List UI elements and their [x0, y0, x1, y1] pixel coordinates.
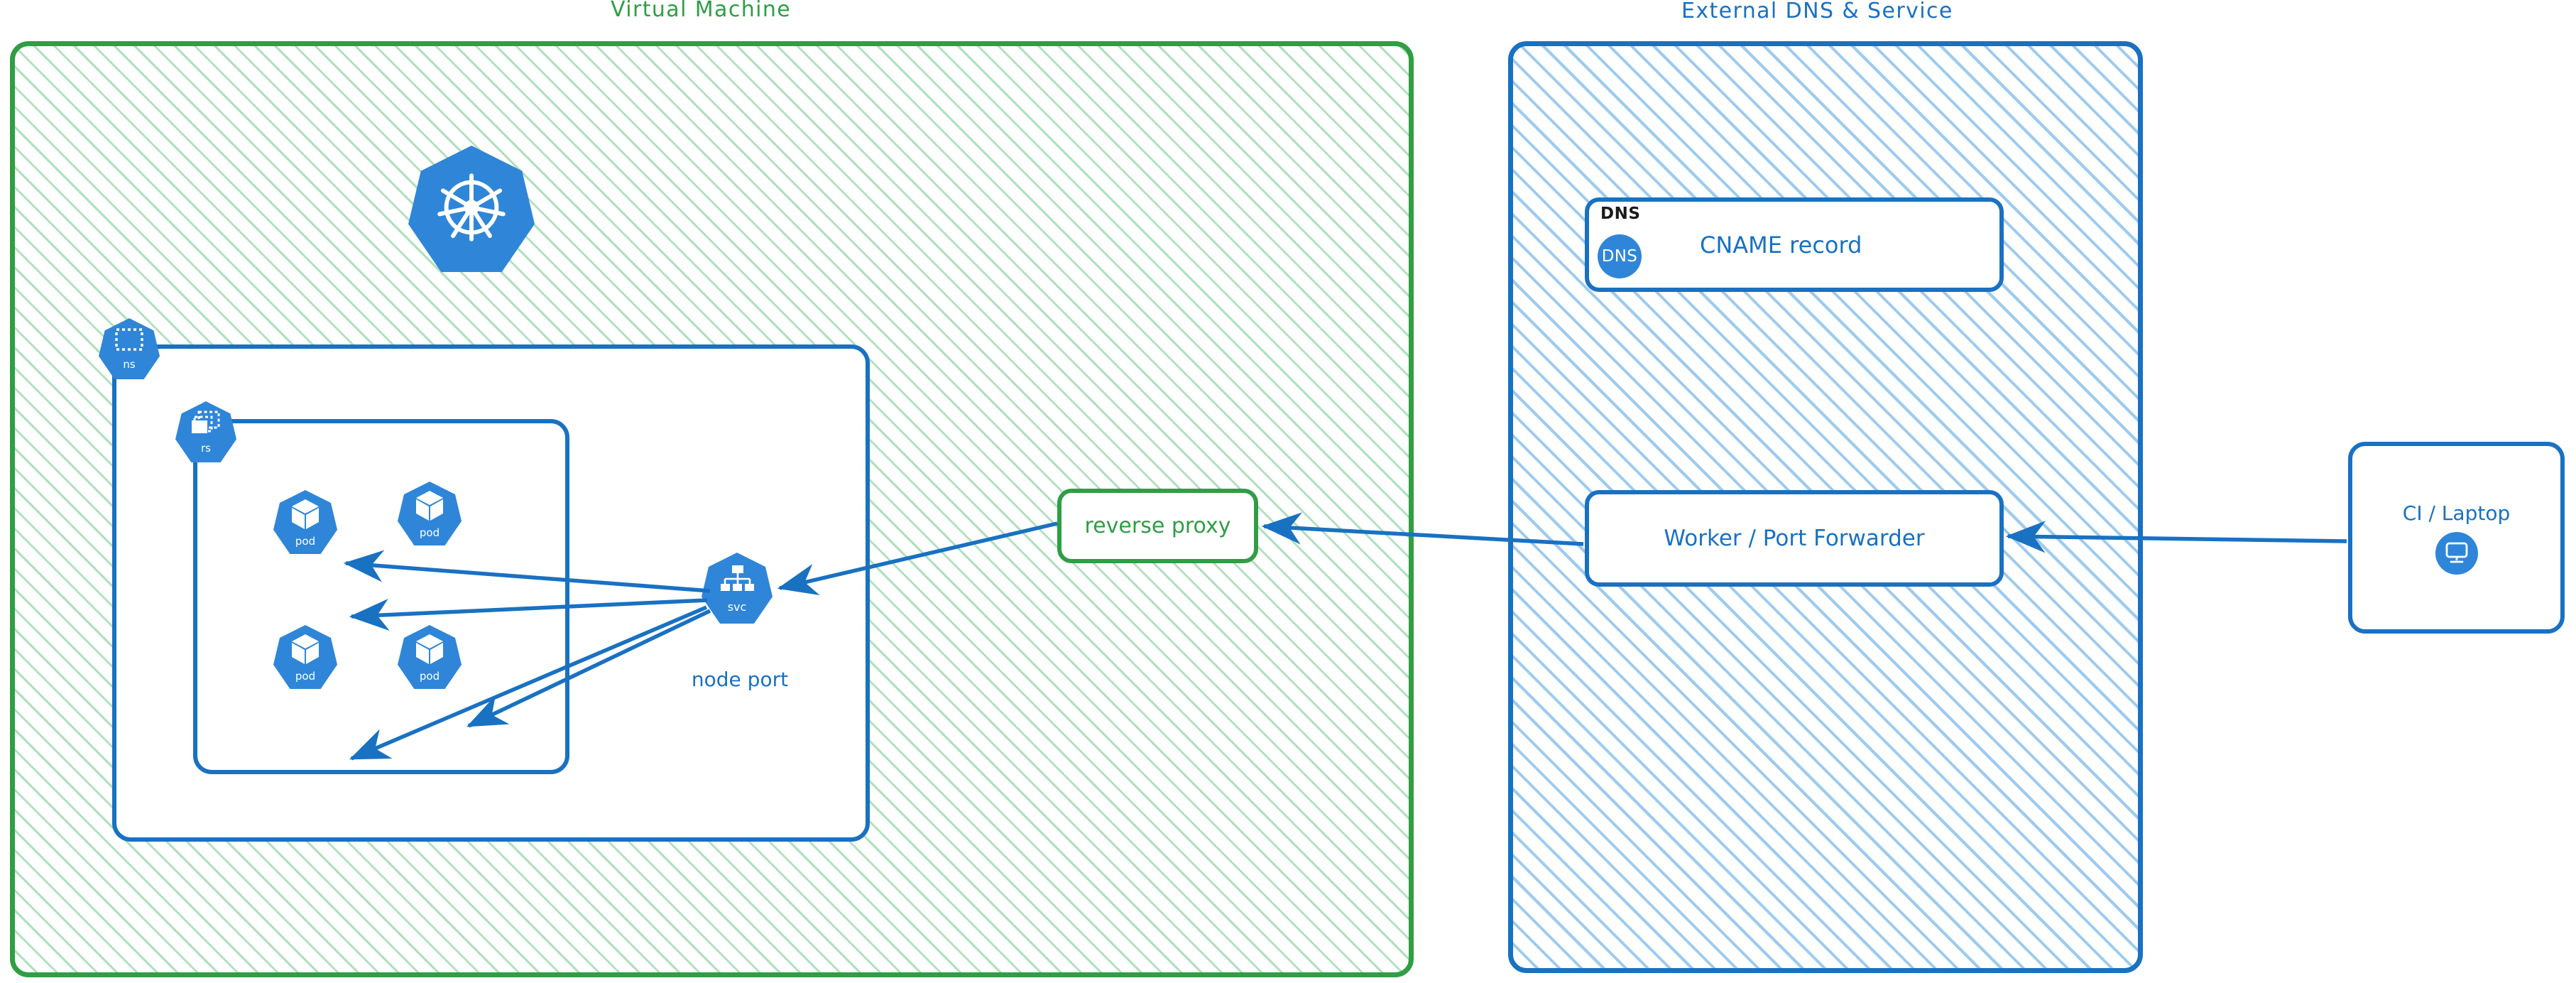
virtual-machine-title: Virtual Machine — [611, 0, 792, 22]
monitor-icon — [2435, 531, 2478, 575]
pod-node-3[interactable]: pod — [273, 625, 337, 689]
dns-record-box[interactable]: CNAME record — [1585, 197, 2004, 292]
reverse-proxy-label: reverse proxy — [1084, 514, 1231, 538]
namespace-label: ns — [123, 358, 136, 371]
pod-label: pod — [295, 535, 316, 548]
client-box[interactable]: CI / Laptop — [2348, 442, 2565, 634]
dns-box-tag: DNS — [1600, 205, 1641, 223]
client-label: CI / Laptop — [2402, 501, 2511, 525]
pod-cube-icon — [289, 632, 322, 669]
reverse-proxy-box[interactable]: reverse proxy — [1057, 489, 1258, 563]
service-node[interactable]: svc — [702, 553, 773, 624]
replicaset-icon — [190, 410, 222, 441]
kubernetes-helm-icon — [430, 165, 513, 252]
external-dns-service-title: External DNS & Service — [1681, 0, 1953, 23]
pod-label: pod — [295, 670, 316, 683]
service-label: svc — [727, 599, 747, 614]
pod-cube-icon — [289, 497, 322, 534]
service-tree-icon — [719, 564, 755, 599]
worker-label: Worker / Port Forwarder — [1664, 526, 1925, 551]
node-port-caption: node port — [691, 668, 789, 691]
replicaset-box — [193, 419, 569, 774]
replicaset-label: rs — [201, 442, 211, 455]
namespace-node[interactable]: ns — [99, 318, 160, 379]
worker-port-forwarder-box[interactable]: Worker / Port Forwarder — [1585, 490, 2004, 587]
pod-cube-icon — [413, 632, 446, 669]
pod-cube-icon — [413, 489, 446, 526]
pod-label: pod — [419, 670, 440, 683]
dns-circle-icon: DNS — [1598, 234, 1642, 278]
cname-record-label: CNAME record — [1700, 231, 1862, 259]
namespace-icon — [114, 327, 145, 357]
kubernetes-node[interactable] — [408, 146, 535, 272]
pod-node-1[interactable]: pod — [273, 490, 337, 554]
pod-node-2[interactable]: pod — [398, 482, 462, 545]
pod-label: pod — [419, 526, 440, 539]
